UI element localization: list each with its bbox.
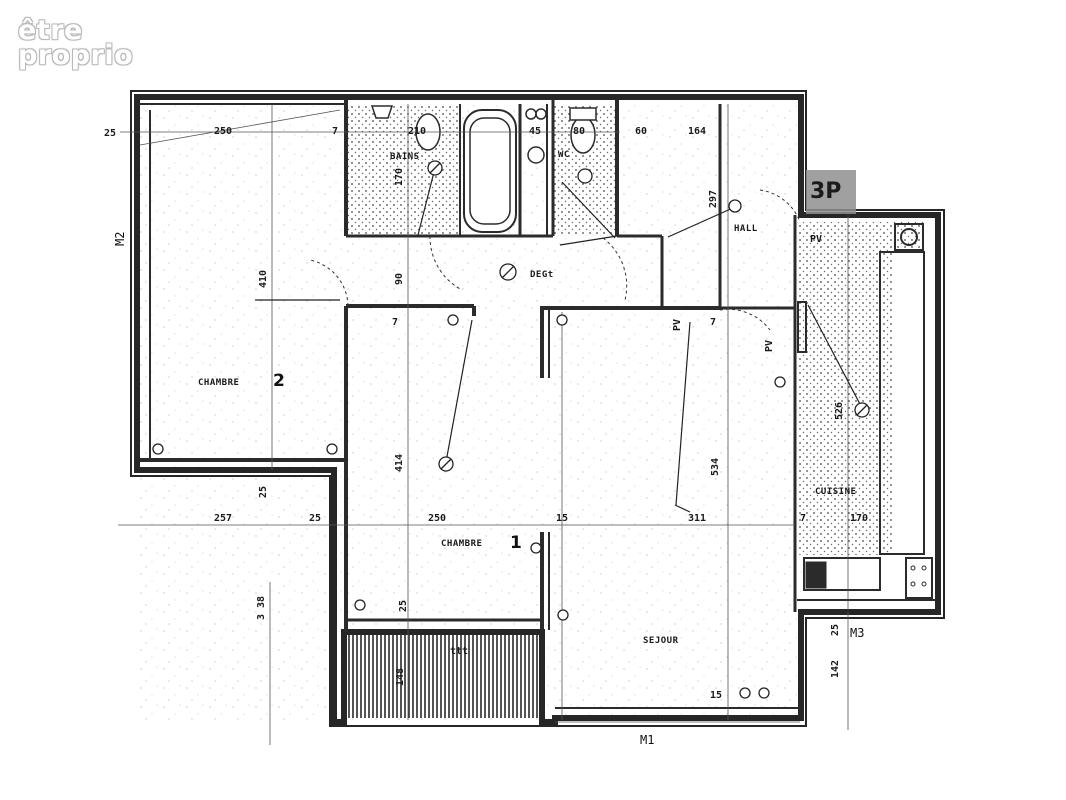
dimension-labels: 25 250 7 210 45 80 60 164 297 170 90 410… (104, 126, 868, 701)
dim-bottom-257: 257 (214, 513, 232, 524)
room-hall-label: HALL (734, 224, 758, 234)
room-wc-label: WC (558, 150, 570, 160)
room-sejour-label: SEJOUR (643, 636, 679, 646)
room-chambre1-label: CHAMBRE (441, 539, 482, 549)
dim-top-250: 250 (214, 126, 232, 137)
dim-top-7a: 7 (332, 126, 338, 137)
dim-right-25: 25 (830, 624, 841, 636)
dim-top-164: 164 (688, 126, 706, 137)
dim-bottom-25: 25 (309, 513, 321, 524)
dim-bottom-15: 15 (556, 513, 568, 524)
balcony-label: ttt (450, 646, 468, 657)
dimension-lines (118, 104, 849, 745)
dim-ch1-7: 7 (392, 317, 398, 328)
wall-marks: M1 M2 M3 (113, 232, 864, 747)
room-cuisine-label: CUISINE (815, 487, 856, 497)
room-degt-label: DEGt (530, 270, 554, 280)
electrical-runs (255, 167, 863, 513)
dim-bottom-311: 311 (688, 513, 706, 524)
dim-top-80: 80 (573, 126, 585, 137)
dim-cuis-7: 7 (800, 513, 806, 524)
door-swings (309, 189, 801, 331)
dim-hall-297: 297 (708, 190, 719, 208)
apartment-type-badge: 3P (806, 170, 856, 214)
dim-bath-170: 170 (394, 168, 405, 186)
badge-text: 3P (810, 179, 841, 204)
wall-mark-m3: M3 (850, 626, 864, 640)
electrical-symbols (152, 160, 870, 699)
dim-ch1-25: 25 (398, 600, 409, 612)
dim-left-338: 3 38 (256, 596, 267, 620)
dim-bottom-250: 250 (428, 513, 446, 524)
dim-sej-7a: 7 (710, 317, 716, 328)
interior-walls (137, 100, 801, 709)
balcony-hatch (344, 632, 542, 718)
etre-proprio-logo: être proprio (18, 15, 134, 71)
wall-mark-m1: M1 (640, 733, 654, 747)
dim-right-142: 142 (830, 660, 841, 678)
room-chambre2-number: 2 (273, 371, 285, 391)
room-chambre2-label: CHAMBRE (198, 378, 239, 388)
dim-pv-a: PV (672, 319, 683, 331)
dim-sej-15: 15 (710, 690, 722, 701)
room-bains-label: BAINS (390, 152, 420, 162)
dim-ch2-25: 25 (258, 486, 269, 498)
dim-cuis-170: 170 (850, 513, 868, 524)
wall-mark-m2: M2 (113, 232, 127, 246)
dim-sej-534: 534 (710, 458, 721, 476)
dim-top-210: 210 (408, 126, 426, 137)
dim-cuis-526: 526 (834, 402, 845, 420)
dim-balcony-148: 148 (395, 668, 406, 686)
dim-ch1-414: 414 (394, 454, 405, 472)
room-chambre1-number: 1 (510, 533, 522, 553)
dim-top-60: 60 (635, 126, 647, 137)
dim-top-45: 45 (529, 126, 541, 137)
dim-top-25: 25 (104, 128, 116, 139)
dim-pv-b: PV (764, 340, 775, 352)
dim-degt-90: 90 (394, 273, 405, 285)
logo-line-2: proprio (18, 40, 134, 71)
dim-pv-c: PV (810, 234, 822, 245)
logo-line-1: être (18, 15, 83, 46)
kitchen-fittings (797, 223, 938, 601)
room-labels: CHAMBRE 2 CHAMBRE 1 SEJOUR HALL DEGt CUI… (198, 150, 856, 646)
dim-ch2-410: 410 (258, 270, 269, 288)
